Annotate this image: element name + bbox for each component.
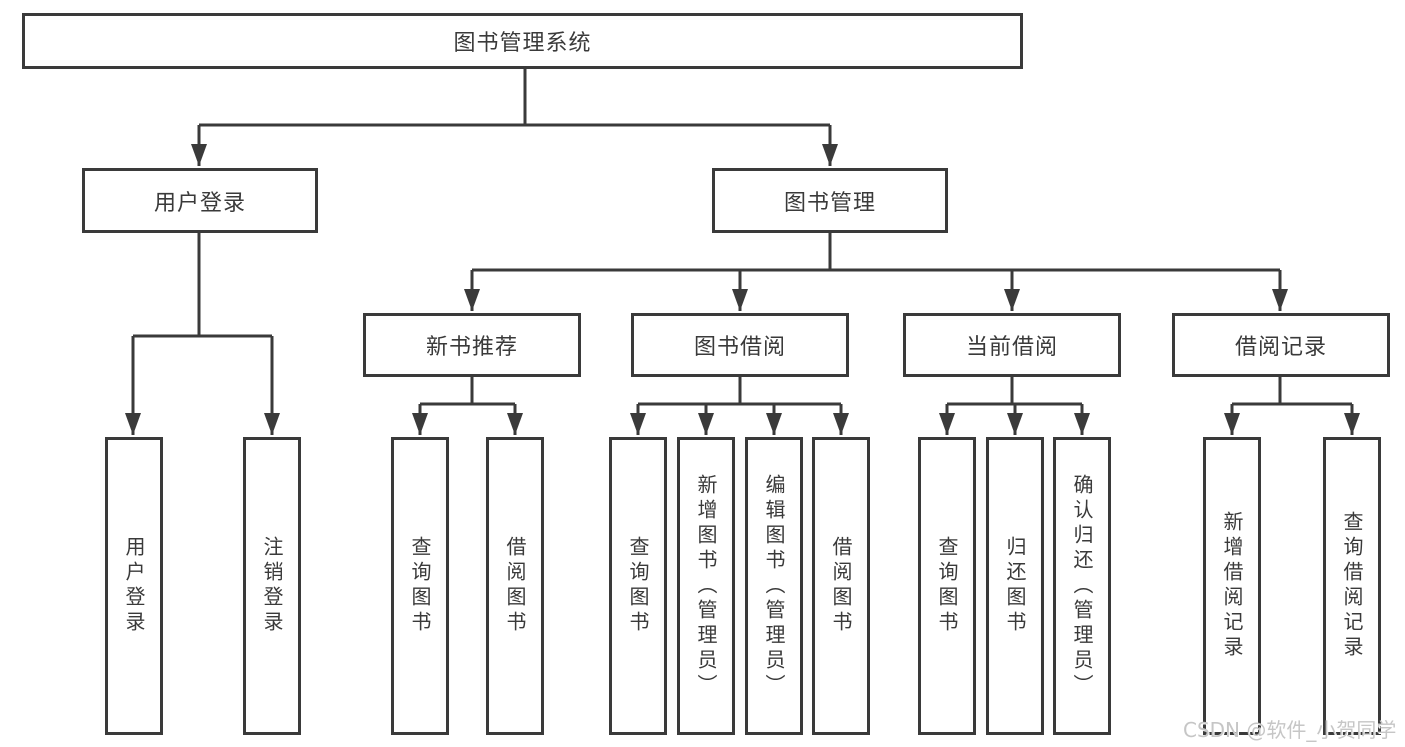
leaf-user-login: 用户登录 xyxy=(105,437,163,735)
node-user-login: 用户登录 xyxy=(82,168,318,233)
node-current-borrow-label: 当前借阅 xyxy=(965,335,1058,360)
wire-userlogin-spine xyxy=(133,233,272,338)
leaf-record-query-label: 查询借阅记录 xyxy=(1340,511,1364,661)
wire-currentborrow-spine xyxy=(947,377,1082,406)
node-current-borrow: 当前借阅 xyxy=(903,313,1121,377)
leaf-current-confirm-admin: 确认归还（管理员） xyxy=(1053,437,1111,735)
wire-root-spine xyxy=(199,69,830,127)
leaf-current-return-label: 归还图书 xyxy=(1003,536,1027,636)
wire-newbook-spine xyxy=(420,377,515,406)
leaf-borrow-add-admin-label: 新增图书（管理员） xyxy=(694,473,718,699)
leaf-borrow-edit-admin: 编辑图书（管理员） xyxy=(745,437,803,735)
csdn-watermark: CSDN @软件_小贺同学 xyxy=(1183,718,1397,742)
leaf-record-query: 查询借阅记录 xyxy=(1323,437,1381,735)
node-user-login-label: 用户登录 xyxy=(153,190,246,216)
leaf-record-add: 新增借阅记录 xyxy=(1203,437,1261,735)
leaf-newbook-borrow: 借阅图书 xyxy=(486,437,544,735)
node-book-borrow-label: 图书借阅 xyxy=(693,335,786,360)
wire-bookmgmt-spine xyxy=(472,233,1280,272)
node-root: 图书管理系统 xyxy=(22,13,1023,69)
node-new-book-recommend: 新书推荐 xyxy=(363,313,581,377)
wire-bookborrow-spine xyxy=(638,377,841,406)
leaf-record-add-label: 新增借阅记录 xyxy=(1220,511,1244,661)
node-new-book-recommend-label: 新书推荐 xyxy=(425,335,518,360)
wire-borrowrecord-spine xyxy=(1232,377,1352,406)
leaf-newbook-borrow-label: 借阅图书 xyxy=(503,536,527,636)
leaf-current-confirm-admin-label: 确认归还（管理员） xyxy=(1070,473,1094,699)
leaf-current-return: 归还图书 xyxy=(986,437,1044,735)
leaf-current-query-label: 查询图书 xyxy=(935,536,959,636)
node-book-borrow: 图书借阅 xyxy=(631,313,849,377)
node-borrow-record: 借阅记录 xyxy=(1172,313,1390,377)
leaf-current-query: 查询图书 xyxy=(918,437,976,735)
node-borrow-record-label: 借阅记录 xyxy=(1234,335,1327,360)
leaf-borrow-add-admin: 新增图书（管理员） xyxy=(677,437,735,735)
leaf-newbook-query: 查询图书 xyxy=(391,437,449,735)
leaf-borrow-book: 借阅图书 xyxy=(812,437,870,735)
leaf-newbook-query-label: 查询图书 xyxy=(408,536,432,636)
leaf-borrow-query: 查询图书 xyxy=(609,437,667,735)
leaf-borrow-edit-admin-label: 编辑图书（管理员） xyxy=(762,473,786,699)
node-book-management-label: 图书管理 xyxy=(783,190,876,216)
leaf-user-login-label: 用户登录 xyxy=(122,536,146,636)
node-book-management: 图书管理 xyxy=(712,168,948,233)
leaf-logout: 注销登录 xyxy=(243,437,301,735)
leaf-borrow-book-label: 借阅图书 xyxy=(829,536,853,636)
leaf-logout-label: 注销登录 xyxy=(260,536,284,636)
node-root-label: 图书管理系统 xyxy=(453,31,592,56)
leaf-borrow-query-label: 查询图书 xyxy=(626,536,650,636)
